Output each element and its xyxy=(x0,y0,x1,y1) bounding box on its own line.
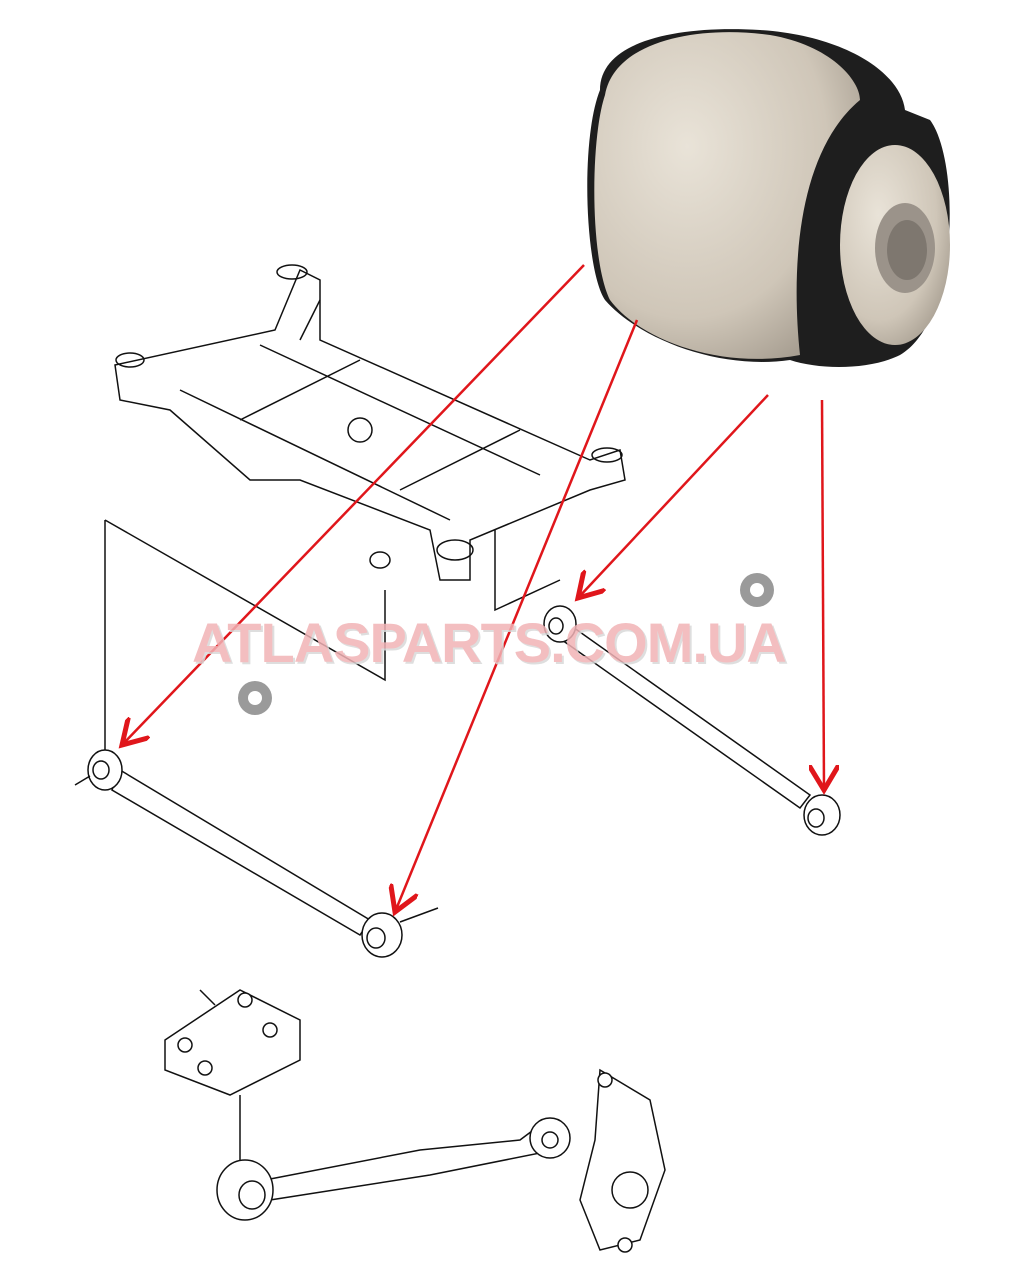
lower-control-arm-left xyxy=(74,749,439,958)
subframe-drawing xyxy=(104,264,626,760)
pointer-arrows xyxy=(122,264,824,912)
watermark-text: ATLASPARTS.COM.UA xyxy=(192,611,787,674)
gear-icon xyxy=(238,573,774,715)
lower-control-arm-right xyxy=(543,605,841,836)
bushing-photo xyxy=(587,29,950,367)
trailing-arm-assembly xyxy=(164,989,666,1253)
